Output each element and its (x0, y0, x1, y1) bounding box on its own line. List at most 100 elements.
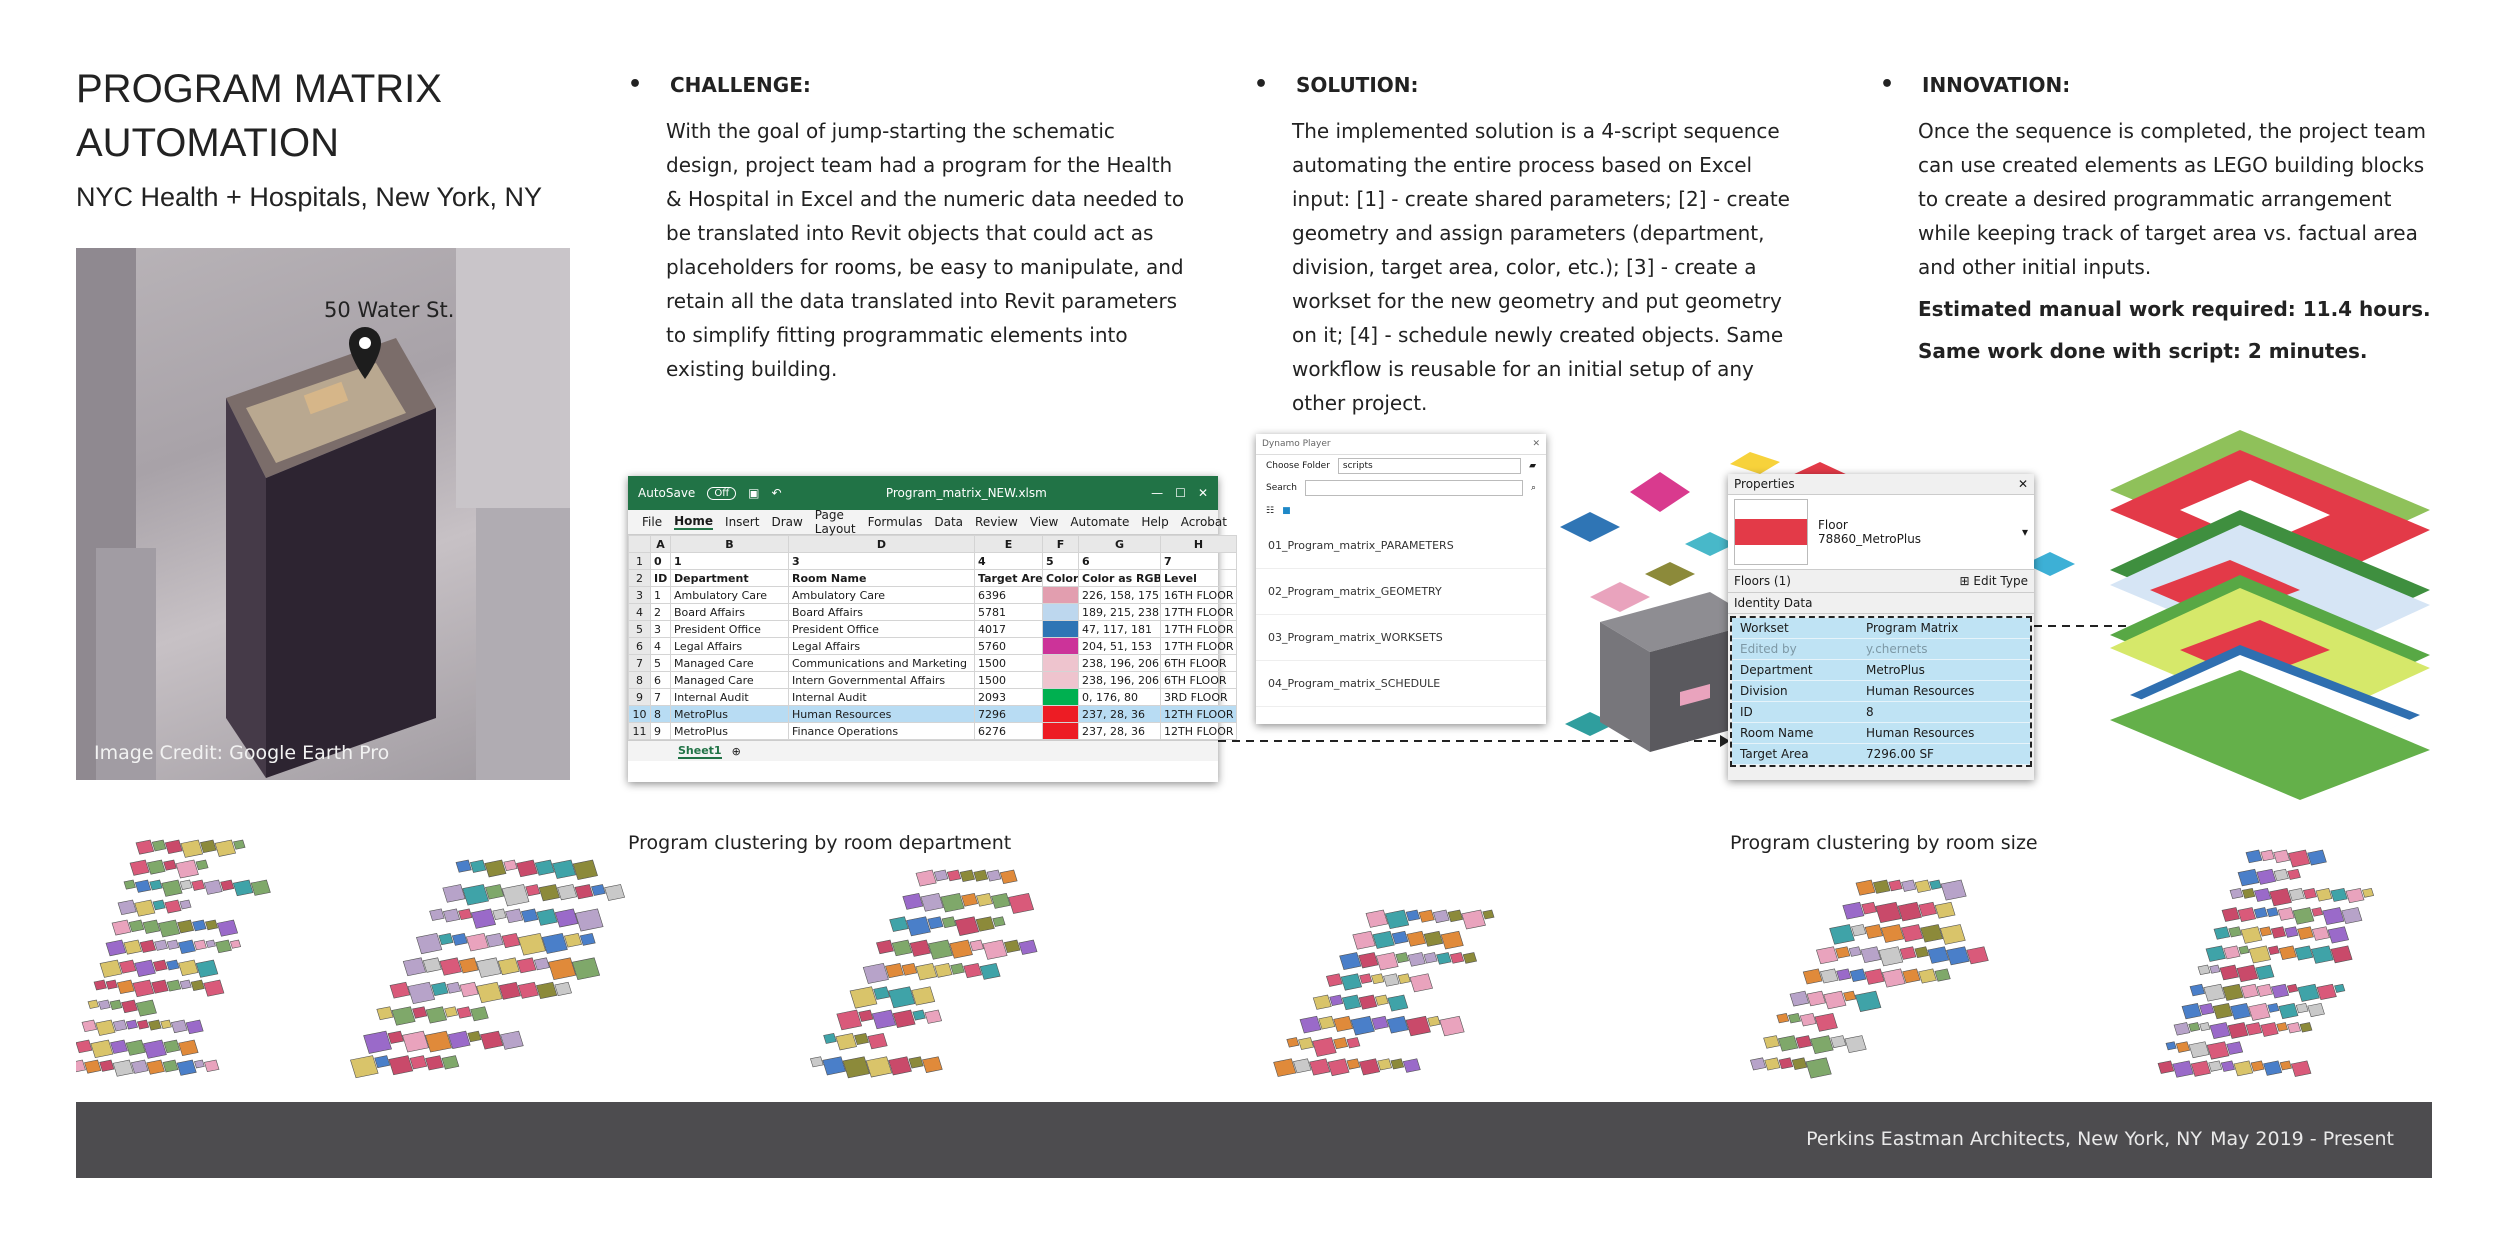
row-number[interactable]: 2 (628, 569, 651, 587)
tab-file[interactable]: File (642, 515, 663, 529)
table-cell[interactable]: Board Affairs (788, 603, 975, 621)
table-cell[interactable]: Ambulatory Care (670, 586, 789, 604)
tab-acrobat[interactable]: Acrobat (1180, 515, 1227, 529)
tab-formulas[interactable]: Formulas (867, 515, 923, 529)
row-number[interactable]: 1 (628, 552, 651, 570)
script-item[interactable]: 01_Program_matrix_PARAMETERS (1256, 523, 1546, 569)
tab-review[interactable]: Review (975, 515, 1018, 529)
row-number[interactable]: 10 (628, 705, 651, 723)
table-cell[interactable]: 6276 (974, 722, 1043, 740)
table-cell[interactable] (1042, 722, 1079, 740)
folder-select[interactable]: scripts (1337, 458, 1522, 474)
minimize-icon[interactable]: — (1151, 486, 1164, 500)
type-selector[interactable]: Floor 78860_MetroPlus ▾ (1728, 495, 2034, 570)
table-cell[interactable]: Level (1160, 569, 1237, 587)
close-icon[interactable]: ✕ (1197, 486, 1208, 500)
table-cell[interactable]: 17TH FLOOR (1160, 620, 1237, 638)
folder-icon[interactable]: ▰ (1529, 461, 1536, 471)
table-cell[interactable]: 0, 176, 80 (1078, 688, 1161, 706)
instance-filter-label[interactable]: Floors (1) (1734, 574, 1791, 588)
table-cell[interactable]: 226, 158, 175 (1078, 586, 1161, 604)
search-icon[interactable]: ⌕ (1530, 483, 1536, 493)
script-item[interactable]: 02_Program_matrix_GEOMETRY (1256, 569, 1546, 615)
table-cell[interactable]: MetroPlus (670, 722, 789, 740)
table-cell[interactable]: 5760 (974, 637, 1043, 655)
tab-insert[interactable]: Insert (725, 515, 760, 529)
column-header[interactable]: B (670, 535, 789, 553)
table-cell[interactable]: Communications and Marketing (788, 654, 975, 672)
row-number[interactable]: 4 (628, 603, 651, 621)
table-cell[interactable]: 47, 117, 181 (1078, 620, 1161, 638)
table-cell[interactable]: 6TH FLOOR (1160, 671, 1237, 689)
maximize-icon[interactable]: ☐ (1175, 486, 1186, 500)
row-number[interactable]: 9 (628, 688, 651, 706)
table-cell[interactable]: 7296 (974, 705, 1043, 723)
chevron-down-icon[interactable]: ▾ (2021, 525, 2028, 539)
script-item[interactable]: 03_Program_matrix_WORKSETS (1256, 615, 1546, 661)
row-number[interactable]: 8 (628, 671, 651, 689)
list-view-icon[interactable]: ☷ (1266, 506, 1275, 516)
table-cell[interactable] (1042, 654, 1079, 672)
edit-type-button[interactable]: ⊞ Edit Type (1959, 574, 2029, 588)
table-cell[interactable]: 237, 28, 36 (1078, 722, 1161, 740)
sheet-tab[interactable]: Sheet1 (678, 743, 722, 759)
undo-icon[interactable]: ↶ (771, 486, 782, 500)
table-cell[interactable]: Internal Audit (670, 688, 789, 706)
table-cell[interactable]: ID (650, 569, 671, 587)
search-input[interactable] (1304, 480, 1523, 496)
table-cell[interactable]: Managed Care (670, 654, 789, 672)
column-header[interactable]: H (1160, 535, 1237, 553)
table-cell[interactable]: 237, 28, 36 (1078, 705, 1161, 723)
corner-cell[interactable] (628, 535, 651, 553)
close-icon[interactable]: ✕ (2017, 477, 2028, 491)
tab-data[interactable]: Data (934, 515, 964, 529)
table-cell[interactable]: Managed Care (670, 671, 789, 689)
table-cell[interactable] (1042, 671, 1079, 689)
table-cell[interactable] (1042, 603, 1079, 621)
tab-page-layout[interactable]: Page Layout (814, 508, 856, 536)
table-cell[interactable]: Finance Operations (788, 722, 975, 740)
column-header[interactable]: A (650, 535, 671, 553)
script-item[interactable]: 04_Program_matrix_SCHEDULE (1256, 661, 1546, 707)
tile-view-icon[interactable]: ■ (1282, 506, 1291, 516)
row-number[interactable]: 11 (628, 722, 651, 740)
tab-automate[interactable]: Automate (1070, 515, 1130, 529)
close-icon[interactable]: ✕ (1532, 439, 1540, 449)
row-number[interactable]: 5 (628, 620, 651, 638)
table-cell[interactable]: President Office (670, 620, 789, 638)
table-cell[interactable]: Color as RGB (1078, 569, 1161, 587)
table-cell[interactable]: 17TH FLOOR (1160, 637, 1237, 655)
table-cell[interactable]: Internal Audit (788, 688, 975, 706)
table-cell[interactable]: Human Resources (788, 705, 975, 723)
tab-help[interactable]: Help (1141, 515, 1169, 529)
table-cell[interactable]: 17TH FLOOR (1160, 603, 1237, 621)
autosave-toggle[interactable]: Off (707, 486, 737, 500)
identity-data-heading[interactable]: Identity Data (1728, 593, 2034, 614)
tab-draw[interactable]: Draw (771, 515, 803, 529)
table-cell[interactable] (1042, 586, 1079, 604)
table-cell[interactable] (1042, 705, 1079, 723)
table-cell[interactable]: 5781 (974, 603, 1043, 621)
table-cell[interactable]: 16TH FLOOR (1160, 586, 1237, 604)
table-cell[interactable]: MetroPlus (670, 705, 789, 723)
table-cell[interactable]: 189, 215, 238 (1078, 603, 1161, 621)
table-cell[interactable]: 238, 196, 206 (1078, 654, 1161, 672)
save-icon[interactable]: ▣ (748, 486, 760, 500)
tab-home[interactable]: Home (674, 514, 714, 530)
